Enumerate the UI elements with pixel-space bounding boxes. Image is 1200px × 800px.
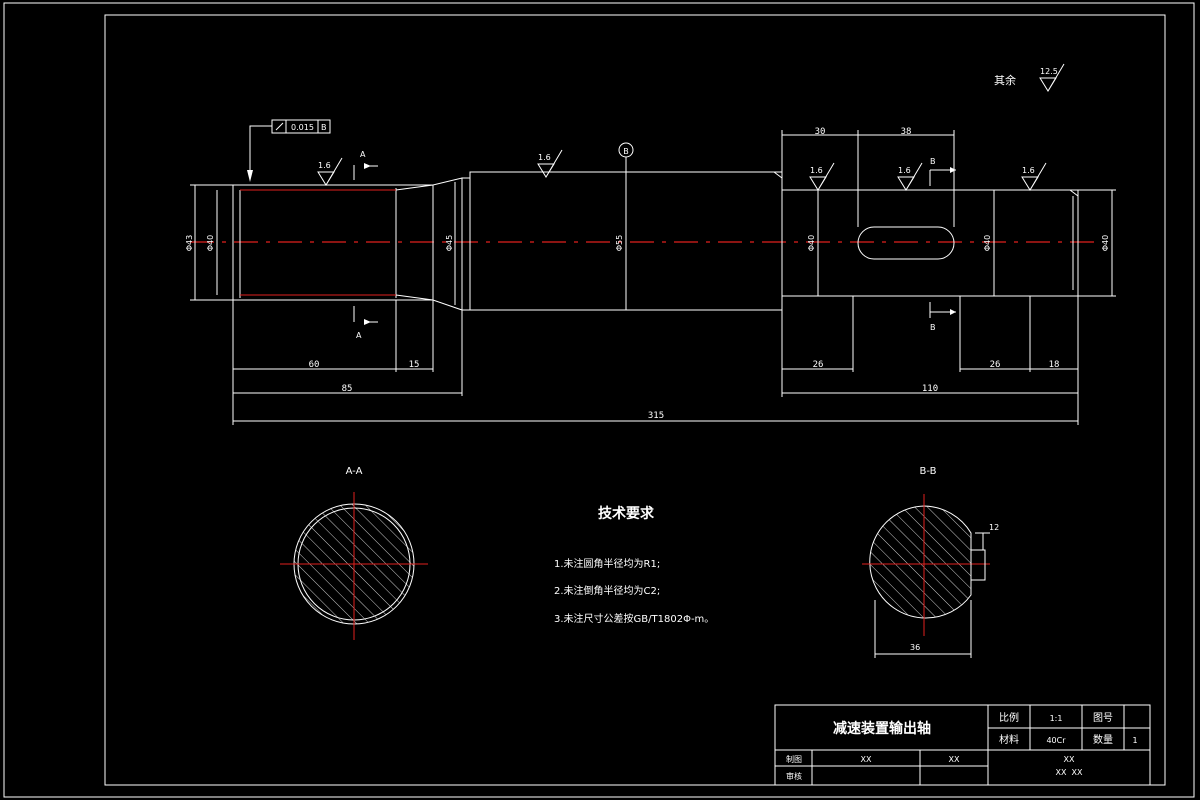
- material-label: 材料: [999, 733, 1019, 746]
- dim-315: 315: [648, 411, 664, 421]
- technical-notes: 技术要求 1.未注圆角半径均为R1; 2.未注倒角半径均为C2; 3.未注尺寸公…: [554, 505, 714, 625]
- drawn-date: XX: [949, 755, 960, 764]
- runout-tolerance-frame: 0.015 B: [247, 119, 331, 182]
- section-a-bottom: A: [356, 331, 362, 340]
- roughness-3: 1.6: [810, 166, 823, 175]
- dim-dia-40b: Φ40: [807, 235, 816, 251]
- dim-110: 110: [922, 384, 938, 394]
- company-line-2: XX XX: [1055, 768, 1083, 777]
- drawn-name: XX: [861, 755, 872, 764]
- checked-label: 审核: [786, 771, 802, 781]
- section-aa-title: A-A: [346, 466, 363, 477]
- notes-title: 技术要求: [598, 505, 655, 522]
- shaft-left-end: [232, 177, 463, 311]
- note-item-2: 2.未注倒角半径均为C2;: [554, 584, 660, 597]
- roughness-1-icon: [317, 157, 343, 186]
- company-line-1: XX: [1064, 755, 1075, 764]
- dim-keyway-depth: 12: [989, 523, 999, 532]
- roughness-2: 1.6: [538, 153, 551, 162]
- roughness-other-label: 其余: [994, 73, 1016, 87]
- roughness-other-icon: [1039, 63, 1065, 92]
- dim-18: 18: [1049, 360, 1060, 370]
- section-bb: B-B 12 36: [862, 466, 999, 658]
- dim-dia-40d: Φ40: [1101, 235, 1110, 251]
- dim-dia-40c: Φ40: [983, 235, 992, 251]
- part-name: 减速装置输出轴: [833, 720, 931, 737]
- dim-60: 60: [309, 360, 320, 370]
- note-item-3: 3.未注尺寸公差按GB/T1802Φ-m。: [554, 612, 714, 625]
- roughness-other-value: 12.5: [1040, 67, 1058, 76]
- dim-15: 15: [409, 360, 420, 370]
- dim-26a: 26: [813, 360, 824, 370]
- drawing-no-label: 图号: [1093, 712, 1113, 724]
- roughness-4: 1.6: [898, 166, 911, 175]
- dim-dia-40a: Φ40: [206, 235, 215, 251]
- section-a-top: A: [360, 150, 366, 159]
- note-item-1: 1.未注圆角半径均为R1;: [554, 557, 660, 570]
- roughness-5: 1.6: [1022, 166, 1035, 175]
- dim-dia-55: Φ55: [615, 235, 624, 251]
- dim-dia-43: Φ43: [185, 235, 194, 251]
- roughness-1: 1.6: [318, 161, 331, 170]
- quantity-value: 1: [1132, 736, 1137, 745]
- shaft-right: [782, 189, 1079, 297]
- roughness-3-icon: [809, 162, 835, 191]
- outer-frame: [3, 2, 1195, 798]
- dim-30: 30: [815, 127, 826, 137]
- dim-keyway-width: 36: [910, 643, 920, 652]
- dimension-lines: [190, 130, 1116, 425]
- section-aa: A-A: [280, 466, 428, 640]
- dim-dia-45: Φ45: [445, 235, 454, 251]
- scale-label: 比例: [999, 711, 1019, 724]
- section-b-bottom: B: [930, 323, 936, 332]
- datum-label: B: [623, 147, 629, 156]
- section-b-top: B: [930, 157, 936, 166]
- dim-38: 38: [901, 127, 912, 137]
- runout-value: 0.015: [291, 123, 314, 132]
- inner-frame: [104, 14, 1166, 786]
- shaft-main-view: [190, 171, 1095, 311]
- dim-85: 85: [342, 384, 353, 394]
- title-block: 减速装置输出轴 比例 1:1 图号 材料 40Cr 数量 1 制图 XX XX …: [774, 704, 1151, 786]
- runout-icon: [275, 122, 284, 131]
- runout-datum: B: [321, 123, 327, 132]
- roughness-5-icon: [1021, 162, 1047, 191]
- quantity-label: 数量: [1093, 733, 1113, 746]
- dim-26b: 26: [990, 360, 1001, 370]
- keyway-slot: [857, 226, 955, 260]
- roughness-2-icon: [537, 149, 563, 178]
- drawn-label: 制图: [786, 754, 802, 764]
- scale-value: 1:1: [1050, 714, 1063, 723]
- roughness-4-icon: [897, 162, 923, 191]
- material-value: 40Cr: [1046, 736, 1066, 745]
- section-bb-title: B-B: [920, 466, 937, 477]
